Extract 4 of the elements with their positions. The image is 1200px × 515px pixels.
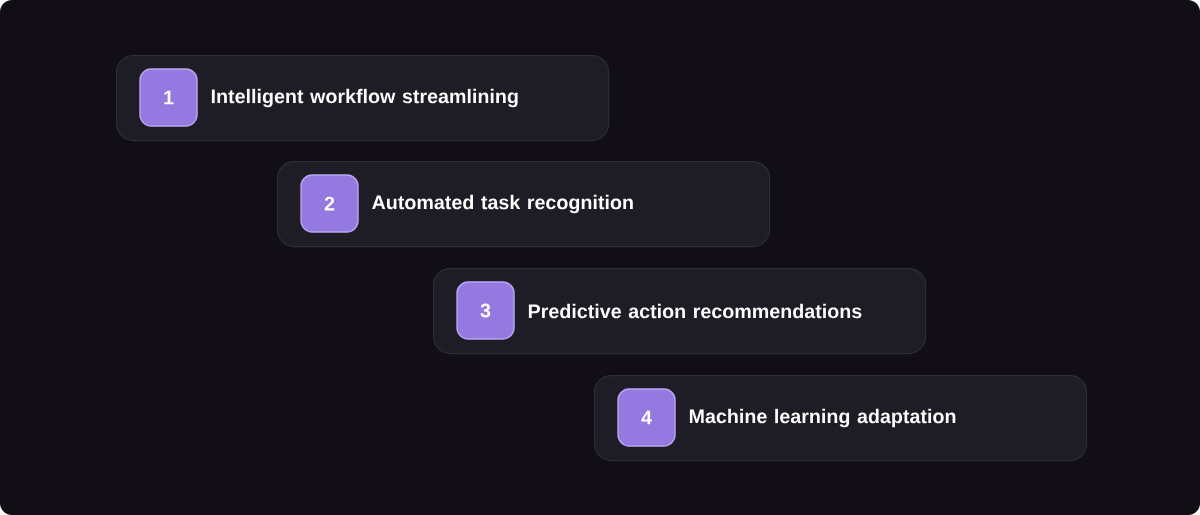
number-badge: 1 [139,68,198,127]
number-badge: 4 [617,388,676,447]
number-badge: 2 [300,174,359,233]
number-badge: 3 [456,281,515,340]
